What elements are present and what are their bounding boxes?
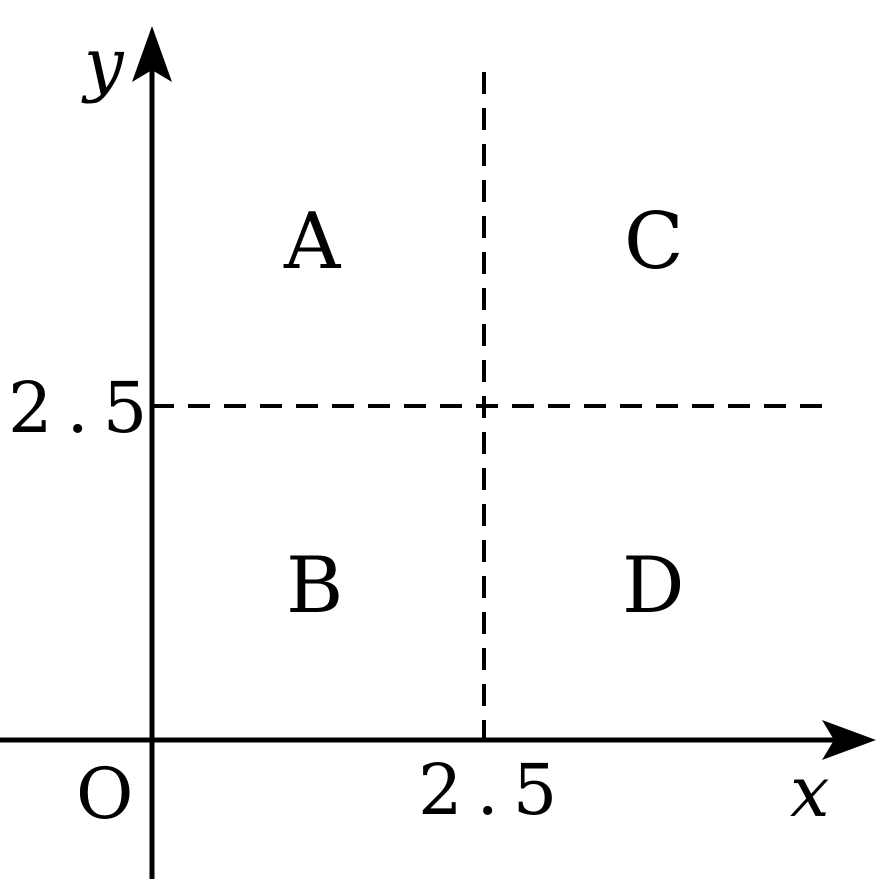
region-d-label: D bbox=[622, 541, 685, 631]
y-axis-arrow-icon bbox=[132, 26, 172, 82]
x-tick-label: 2.5 bbox=[418, 749, 571, 831]
y-tick-label: 2.5 bbox=[8, 367, 161, 449]
x-axis-arrow-icon bbox=[822, 720, 876, 760]
region-a-label: A bbox=[283, 197, 342, 287]
region-b-label: B bbox=[286, 541, 343, 631]
x-axis-label: x bbox=[790, 751, 829, 833]
y-axis-label: y bbox=[81, 23, 125, 105]
region-c-label: C bbox=[624, 197, 684, 287]
origin-label: O bbox=[76, 753, 133, 835]
